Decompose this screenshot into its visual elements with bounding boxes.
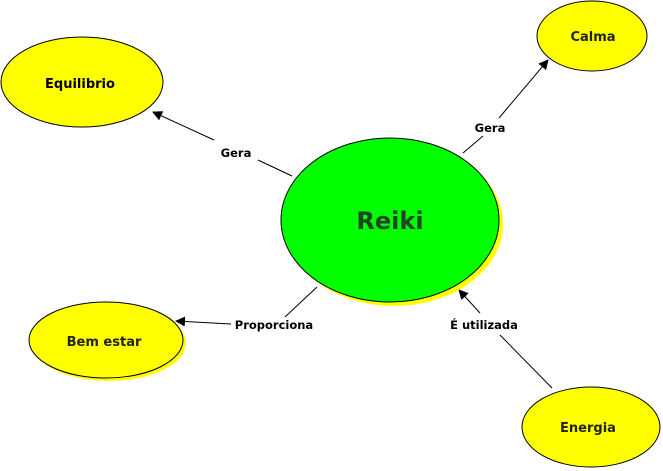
- edge-line: [499, 334, 553, 389]
- edge-line: [257, 159, 293, 177]
- node-shape: [280, 137, 500, 303]
- node-energia[interactable]: Energia: [521, 386, 661, 468]
- edge-line: [284, 286, 318, 318]
- node-reiki[interactable]: Reiki: [280, 137, 503, 306]
- edge-reiki-calma: Gera: [462, 59, 549, 154]
- edge-label-gera-equilibrio: Gera: [221, 146, 252, 160]
- node-label: Equilibrio: [45, 77, 115, 92]
- edge-reiki-equilibrio: Gera: [152, 111, 293, 177]
- center-label: Reiki: [356, 207, 423, 235]
- node-label: Calma: [570, 30, 615, 45]
- node-shape: [28, 301, 184, 379]
- node-shape: [536, 0, 648, 72]
- edge-label-gera-calma: Gera: [475, 121, 506, 135]
- node-calma[interactable]: Calma: [536, 0, 648, 72]
- edge-energia-reiki: É utilizada: [450, 289, 553, 389]
- node-bem-estar[interactable]: Bem estar: [28, 301, 186, 381]
- edge-arrow-line: [152, 111, 215, 141]
- node-label: Energia: [560, 421, 616, 436]
- node-shape: [521, 386, 661, 468]
- edge-arrow-line: [175, 316, 232, 327]
- edge-line: [462, 135, 484, 154]
- node-equilibrio[interactable]: Equilibrio: [0, 36, 164, 128]
- edge-reiki-bem-estar: Proporciona: [175, 286, 318, 332]
- edge-arrow-line: [458, 289, 481, 314]
- edge-label-e-utilizada: É utilizada: [450, 317, 518, 332]
- node-shape: [0, 36, 164, 128]
- edge-label-proporciona: Proporciona: [235, 318, 313, 332]
- edge-arrow-line: [498, 59, 549, 119]
- node-label: Bem estar: [67, 335, 142, 350]
